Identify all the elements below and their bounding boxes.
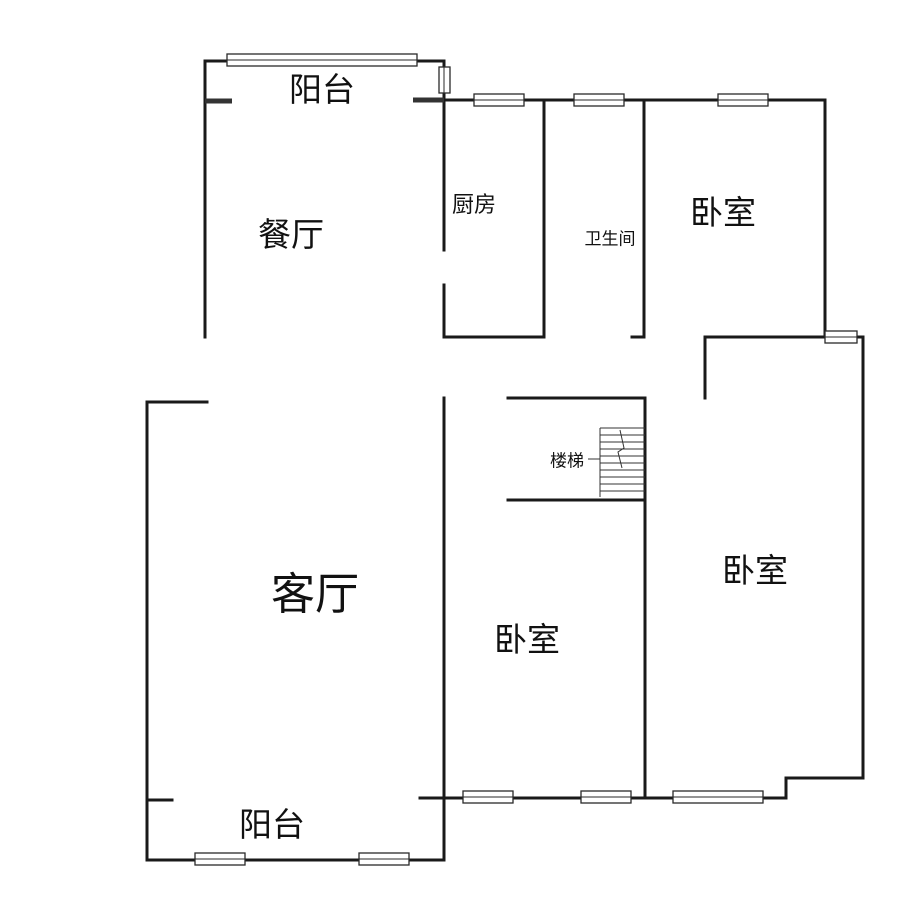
window-bedroom-mid-2 [580,790,632,804]
window-balcony-bottom-2 [358,852,410,866]
window-balcony-bottom-1 [194,852,246,866]
window-kitchen-side [438,66,451,94]
walls [145,59,865,862]
window-bedroom-ne [717,93,769,107]
window-balcony-top [226,53,418,67]
window-bathroom [573,93,625,107]
bedroom-ne-label: 卧室 [690,193,756,232]
stair-treads [588,427,645,497]
stairs-label: 楼梯 [550,451,584,472]
balcony-bottom-label: 阳台 [239,805,305,844]
bedroom-middle-label: 卧室 [494,620,560,659]
dining-room-label: 餐厅 [258,215,324,254]
bathroom-label: 卫生间 [584,229,636,250]
balcony-top-label: 阳台 [289,70,355,109]
window-east-corner [824,330,858,344]
window-kitchen [473,93,525,107]
window-bedroom-east [672,790,764,804]
window-bedroom-mid-1 [462,790,514,804]
bedroom-east-label: 卧室 [722,551,788,590]
windows [194,53,858,866]
kitchen-label: 厨房 [451,193,497,218]
living-room-label: 客厅 [271,569,359,620]
